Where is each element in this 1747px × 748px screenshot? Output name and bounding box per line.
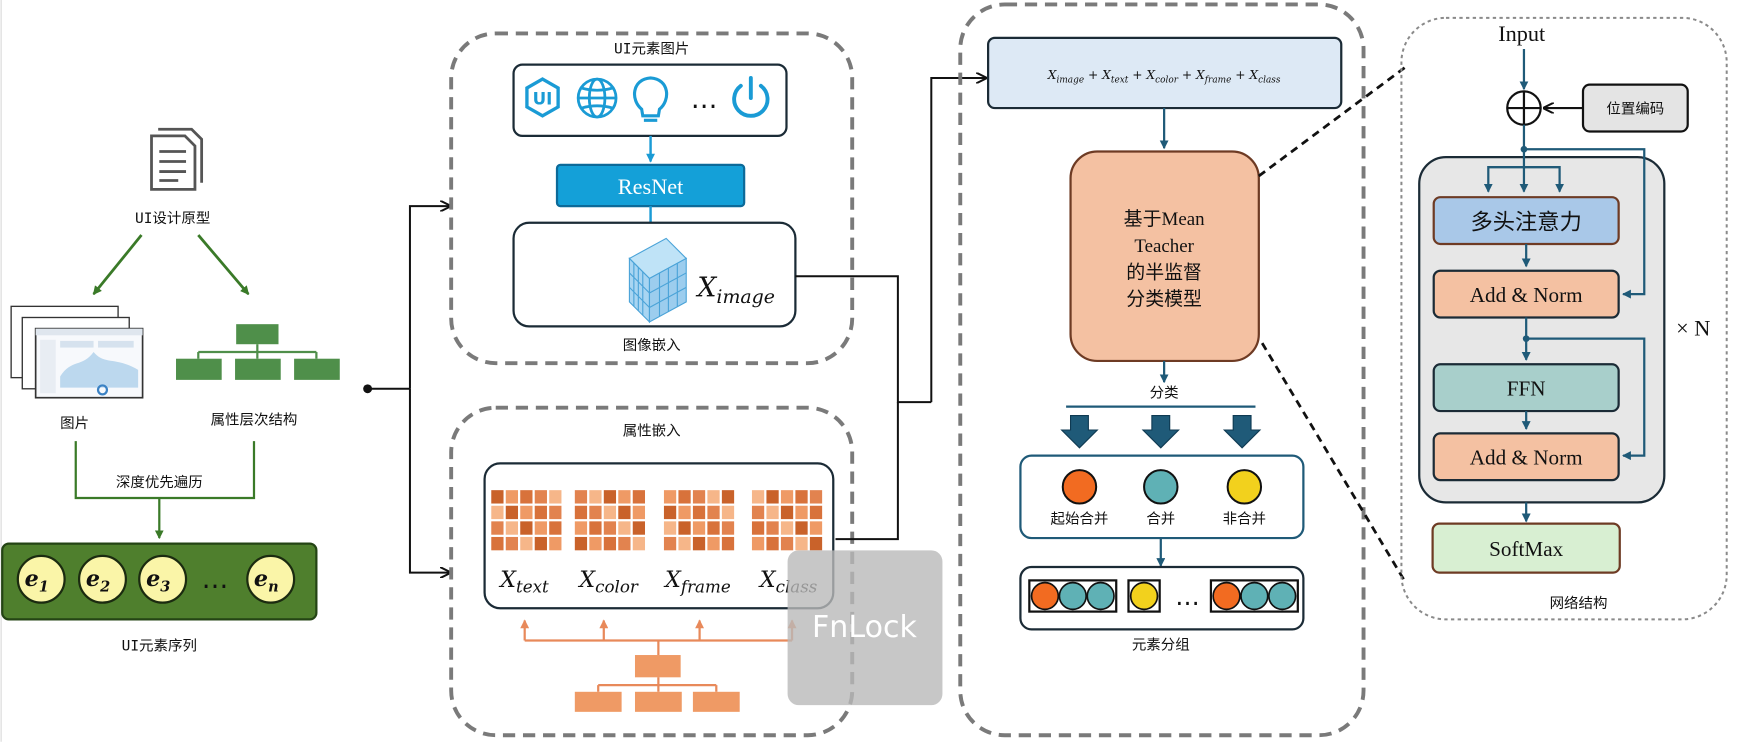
group-2 [1127, 579, 1161, 613]
class-items: 起始合并 合并 非合并 [1051, 469, 1266, 528]
sequence-item: e2 [77, 554, 127, 604]
arrow-to-image-embedding [408, 206, 450, 389]
hierarchy-tree-icon [176, 324, 340, 380]
dfs-label: 深度优先遍历 [116, 474, 203, 491]
classify-label: 分类 [1150, 385, 1179, 402]
sequence-ellipsis: … [202, 564, 229, 595]
icon-strip [512, 63, 788, 138]
add-norm-label-2: Add & Norm [1470, 446, 1583, 470]
attribute-feature-label: Xcolor [577, 567, 639, 597]
sum-formula: Ximage + Xtext + Xcolor + Xframe + Xclas… [1047, 68, 1281, 85]
add-norm-box-2 [1432, 432, 1620, 482]
softmax-label: SoftMax [1489, 537, 1563, 561]
residual-line-1 [1523, 148, 1646, 299]
lightbulb-icon [633, 76, 669, 122]
repeat-label: × N [1676, 315, 1710, 340]
sequence-item: e1 [16, 554, 66, 604]
svg-text:UI: UI [533, 89, 553, 109]
screenshot-stack-icon [10, 305, 144, 399]
classify-down-arrows [1060, 414, 1262, 449]
svg-text:非合并: 非合并 [1223, 511, 1266, 528]
svg-text:e2: e2 [86, 566, 110, 596]
model-label-line: 分类模型 [1126, 288, 1202, 310]
arrow-to-sum [930, 78, 986, 403]
icon-strip-ellipsis: … [691, 84, 718, 115]
sum-box [987, 36, 1343, 110]
ffn-label: FFN [1507, 376, 1546, 400]
attribute-grid [491, 490, 562, 551]
attribute-feature-label: Xtext [498, 567, 549, 597]
group-caption: 元素分组 [1132, 636, 1190, 653]
attribute-to-merge-line [835, 402, 899, 541]
class-item: 非合并 [1223, 469, 1266, 528]
resnet-label: ResNet [618, 174, 684, 199]
arrow-to-attribute-embedding [408, 388, 450, 573]
model-label-line: Teacher [1134, 236, 1194, 257]
sequence-item: en [246, 554, 296, 604]
group-1 [1028, 579, 1118, 613]
input-label: Input [1498, 21, 1546, 46]
attribute-grids [491, 490, 823, 551]
image-embedding-title: UI元素图片 [614, 40, 689, 57]
network-panel [1400, 16, 1728, 621]
attribute-grid [751, 490, 823, 551]
class-item: 合并 [1143, 469, 1179, 528]
class-item: 起始合并 [1051, 469, 1109, 528]
image-embedding-panel [449, 31, 855, 366]
x-image-label: Ximage [695, 272, 775, 308]
document-icon [150, 127, 204, 191]
fnlock-overlay [787, 550, 943, 706]
image-to-merge-line [795, 275, 932, 404]
classifier-panel [958, 2, 1366, 738]
add-icon [1506, 90, 1542, 126]
image-label: 图片 [60, 415, 89, 432]
zoom-line-top [1257, 65, 1407, 178]
image-embedding-caption: 图像嵌入 [623, 337, 681, 354]
attribute-grid [574, 490, 646, 551]
zoom-line-bottom [1260, 342, 1405, 580]
svg-text:en: en [254, 566, 279, 596]
attn-input-left [1483, 165, 1524, 193]
fnlock-label: FnLock [812, 610, 917, 645]
attribute-hierarchy-icon [520, 619, 797, 712]
svg-text:起始合并: 起始合并 [1051, 511, 1109, 528]
multihead-attention-label: 多头注意力 [1471, 209, 1582, 235]
network-caption: 网络结构 [1550, 595, 1608, 612]
svg-text:e1: e1 [25, 566, 49, 596]
sequence-caption: UI元素序列 [122, 638, 197, 655]
add-norm-label-1: Add & Norm [1470, 283, 1583, 307]
attribute-embedding-panel [449, 405, 855, 738]
arrow-to-image [92, 234, 143, 295]
softmax-box [1431, 522, 1621, 574]
attn-input-right [1523, 165, 1565, 193]
arrow-to-hierarchy [197, 234, 250, 295]
svg-text:合并: 合并 [1146, 511, 1175, 528]
model-label-line: 的半监督 [1126, 262, 1202, 284]
prototype-label: UI设计原型 [135, 210, 210, 227]
attribute-embedding-title: 属性嵌入 [623, 423, 681, 440]
sequence-items: e1 e2 e3 en [16, 554, 296, 604]
model-label-line: 基于Mean [1124, 208, 1205, 230]
hierarchy-label: 属性层次结构 [211, 411, 298, 428]
attribute-feature-label: Xframe [663, 567, 731, 597]
dfs-connector [74, 441, 256, 500]
ui-badge-icon: UI [525, 77, 560, 118]
attribute-feature-box [483, 462, 835, 610]
svg-text:e3: e3 [146, 566, 170, 596]
group-3 [1209, 579, 1299, 613]
position-encoding-label: 位置编码 [1606, 101, 1664, 118]
attribute-grid [663, 490, 735, 551]
group-ellipsis: … [1175, 582, 1200, 611]
globe-icon [576, 77, 618, 119]
residual-line-2 [1526, 337, 1646, 461]
feature-cube-icon [628, 237, 688, 324]
sequence-item: e3 [138, 554, 188, 604]
power-icon [732, 76, 770, 118]
